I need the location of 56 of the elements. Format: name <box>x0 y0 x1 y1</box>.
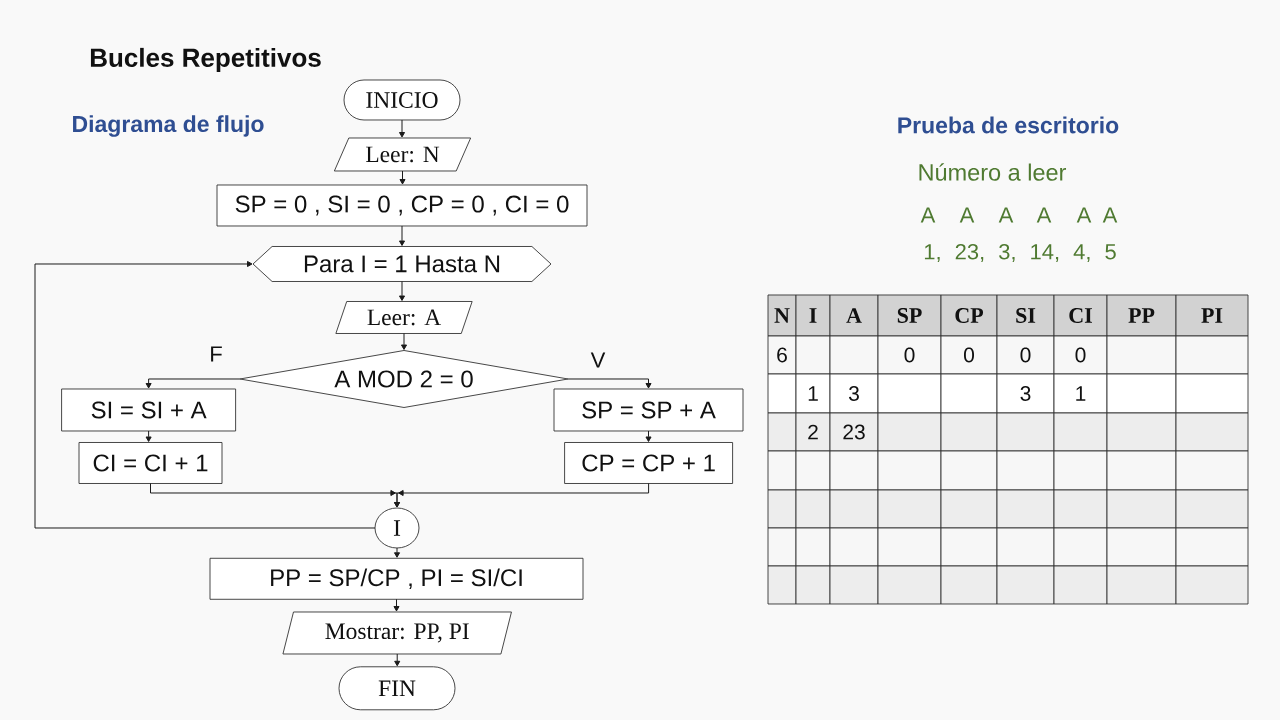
table-cell: 1 <box>795 373 831 414</box>
column-header: CI <box>1053 294 1108 337</box>
io-parallelogram: Leer: N <box>333 137 472 172</box>
table-cell: 1 <box>1053 373 1108 414</box>
column-header: SP <box>877 294 942 337</box>
section-heading: Diagrama de flujo <box>73 115 264 137</box>
table-cell: 3 <box>996 373 1055 414</box>
io-parallelogram: Mostrar: PP, PI <box>282 611 512 655</box>
variable-letter: A <box>920 207 936 223</box>
variable-letter: A <box>1036 207 1052 223</box>
flow-arrow <box>401 333 408 350</box>
column-header: N <box>767 294 797 337</box>
table-cell: 3 <box>829 373 879 414</box>
title: Bucles Repetitivos <box>90 47 321 73</box>
flow-arrow <box>567 378 652 389</box>
table-cell: 2 <box>795 412 831 452</box>
flow-arrow <box>399 119 406 138</box>
column-header: I <box>795 294 831 337</box>
value-list: 1, 23, 3, 14, 4, 5 <box>924 243 1116 263</box>
variable-letter: A <box>1076 207 1092 223</box>
variable-letter: A <box>1102 207 1118 223</box>
process-box: CI = CI + 1 <box>78 442 223 484</box>
process-box: SP = 0 , SI = 0 , CP = 0 , CI = 0 <box>216 184 588 227</box>
table-cell: 0 <box>996 335 1055 375</box>
terminal-oval: FIN <box>338 666 456 711</box>
column-header: PI <box>1175 294 1249 337</box>
io-parallelogram: Leer: A <box>335 301 473 334</box>
flow-arrow <box>645 430 652 442</box>
process-box: SP = SP + A <box>553 388 744 432</box>
variable-letter: A <box>959 207 975 223</box>
loop-hexagon: Para I = 1 Hasta N <box>252 246 552 282</box>
flow-arrow <box>399 281 406 301</box>
flow-arrow <box>399 170 406 185</box>
flow-arrow <box>145 378 241 389</box>
table-cell: 23 <box>829 412 879 452</box>
flow-arrow <box>394 483 650 508</box>
table-cell: 6 <box>767 335 797 375</box>
table-cell: 0 <box>940 335 998 375</box>
column-header: CP <box>940 294 998 337</box>
flow-arrow <box>399 225 406 246</box>
table-cell: 0 <box>877 335 942 375</box>
flow-arrow <box>393 598 400 612</box>
flow-arrow <box>34 260 376 529</box>
subheading: Número a leer <box>919 163 1066 181</box>
column-header: SI <box>996 294 1055 337</box>
process-box: PP = SP/CP , PI = SI/CI <box>209 557 584 600</box>
process-box: SI = SI + A <box>61 388 237 432</box>
flow-arrow <box>145 430 152 442</box>
section-heading: Prueba de escritorio <box>898 116 1119 134</box>
column-header: PP <box>1106 294 1177 337</box>
process-box: CP = CP + 1 <box>564 442 734 484</box>
column-header: A <box>829 294 879 337</box>
variable-letter: A <box>998 207 1014 223</box>
table-cell: 0 <box>1053 335 1108 375</box>
flow-arrow <box>394 653 401 667</box>
flow-arrow <box>394 547 401 558</box>
